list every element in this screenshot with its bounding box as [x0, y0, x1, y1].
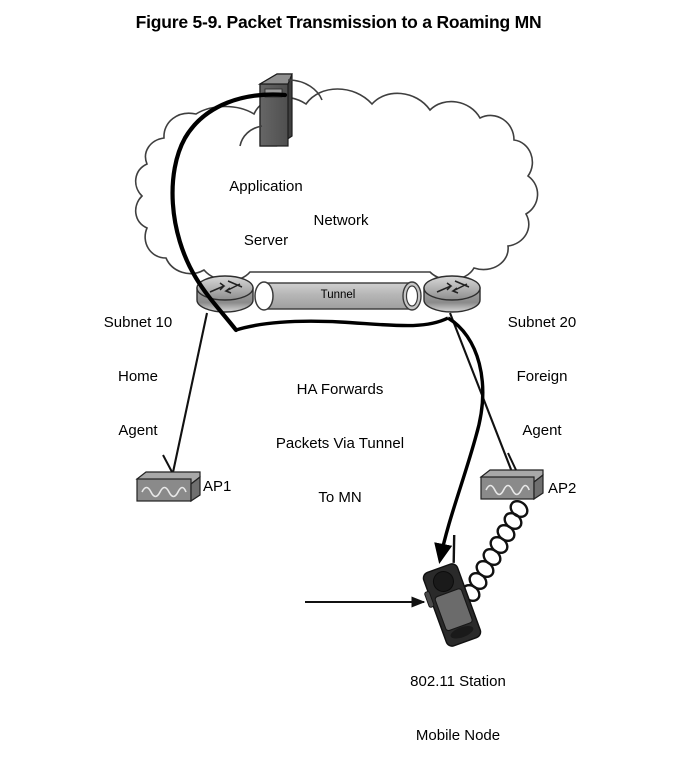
- figure-container: Figure 5-9. Packet Transmission to a Roa…: [88, 12, 592, 744]
- server-tower-icon: [257, 73, 293, 147]
- ap2-side: [533, 473, 544, 501]
- access-point-icon-ap1: [135, 454, 201, 503]
- foreign-agent-arrow-glyph-c: [454, 280, 470, 288]
- ap1-side: [190, 475, 201, 503]
- mobile-node-label: 802.11 Station Mobile Node: [378, 637, 538, 781]
- home-agent-label-line1: Subnet 10: [103, 314, 173, 331]
- home-agent-label: Subnet 10 Home Agent: [88, 278, 188, 476]
- server-label: Application Server: [206, 142, 326, 286]
- foreign-agent-label: Subnet 20 Foreign Agent: [492, 278, 592, 476]
- figure-title: Figure 5-9. Packet Transmission to a Roa…: [135, 12, 542, 32]
- home-agent-label-line3: Agent: [118, 422, 158, 439]
- router-icon-home-agent: [196, 275, 254, 313]
- foreign-agent-label-line1: Subnet 20: [507, 314, 577, 331]
- tunnel-cylinder-icon: [254, 281, 422, 311]
- ap2-wave-glyph: [485, 484, 530, 496]
- packet-path-server-to-home-agent: [170, 92, 288, 333]
- mn-antenna-icon: [452, 535, 456, 563]
- server-label-line2: Server: [243, 232, 289, 249]
- ap1-label: AP1: [203, 478, 232, 495]
- ap2-antenna-icon: [507, 452, 517, 471]
- ap1-wave-glyph: [141, 486, 187, 498]
- foreign-agent-arrow-glyph-a: [436, 282, 453, 293]
- mobile-node-label-line2: Mobile Node: [415, 727, 501, 744]
- home-agent-arrow-glyph-a: [209, 282, 226, 293]
- mn-speaker-icon: [432, 571, 454, 593]
- packet-path-to-mobile-node: [434, 316, 485, 565]
- foreign-agent-arrow-glyph-b: [451, 283, 468, 294]
- link-home-agent-to-ap1: [170, 312, 209, 478]
- forwarding-note-line3: To MN: [318, 489, 362, 506]
- cloud-tendril-right: [287, 79, 323, 101]
- foreign-agent-label-line2: Foreign: [516, 368, 568, 385]
- tunnel-end-left: [254, 281, 274, 311]
- server-label-line1: Application: [229, 178, 303, 195]
- forwarding-note: HA Forwards Packets Via Tunnel To MN: [250, 345, 430, 543]
- forwarding-note-line1: HA Forwards: [296, 381, 384, 398]
- link-foreign-agent-to-ap2: [449, 312, 513, 473]
- foreign-agent-label-line3: Agent: [522, 422, 562, 439]
- tunnel-bore-right: [405, 285, 419, 307]
- ap2-front: [480, 476, 535, 500]
- packet-path-under-tunnel: [235, 316, 449, 332]
- wireless-helix-icon: [461, 499, 529, 603]
- ap1-antenna-icon: [162, 454, 173, 473]
- network-cloud: [134, 88, 539, 282]
- mn-side-button: [424, 591, 435, 608]
- tunnel-label: Tunnel: [320, 289, 356, 301]
- home-agent-label-line2: Home: [117, 368, 158, 385]
- cloud-label: Network: [313, 212, 369, 229]
- foreign-agent-top: [423, 275, 481, 301]
- cloud-tendril-left: [239, 125, 263, 147]
- handheld-radio-icon: [422, 535, 482, 647]
- home-agent-arrow-glyph-b: [224, 283, 241, 294]
- mn-mic-icon: [450, 626, 474, 639]
- router-icon-foreign-agent: [423, 275, 481, 313]
- access-point-icon-ap2: [479, 452, 544, 501]
- home-agent-arrow-glyph-c: [227, 280, 243, 288]
- mn-keypad-panel: [434, 588, 473, 632]
- mobile-node-label-line1: 802.11 Station: [410, 673, 506, 690]
- home-agent-top: [196, 275, 254, 301]
- network-diagram: [134, 73, 544, 647]
- server-top: [257, 73, 293, 85]
- cloud-outline: [134, 88, 539, 282]
- ap1-front: [136, 478, 192, 502]
- forwarding-note-line2: Packets Via Tunnel: [275, 435, 405, 452]
- ap2-label: AP2: [548, 480, 577, 497]
